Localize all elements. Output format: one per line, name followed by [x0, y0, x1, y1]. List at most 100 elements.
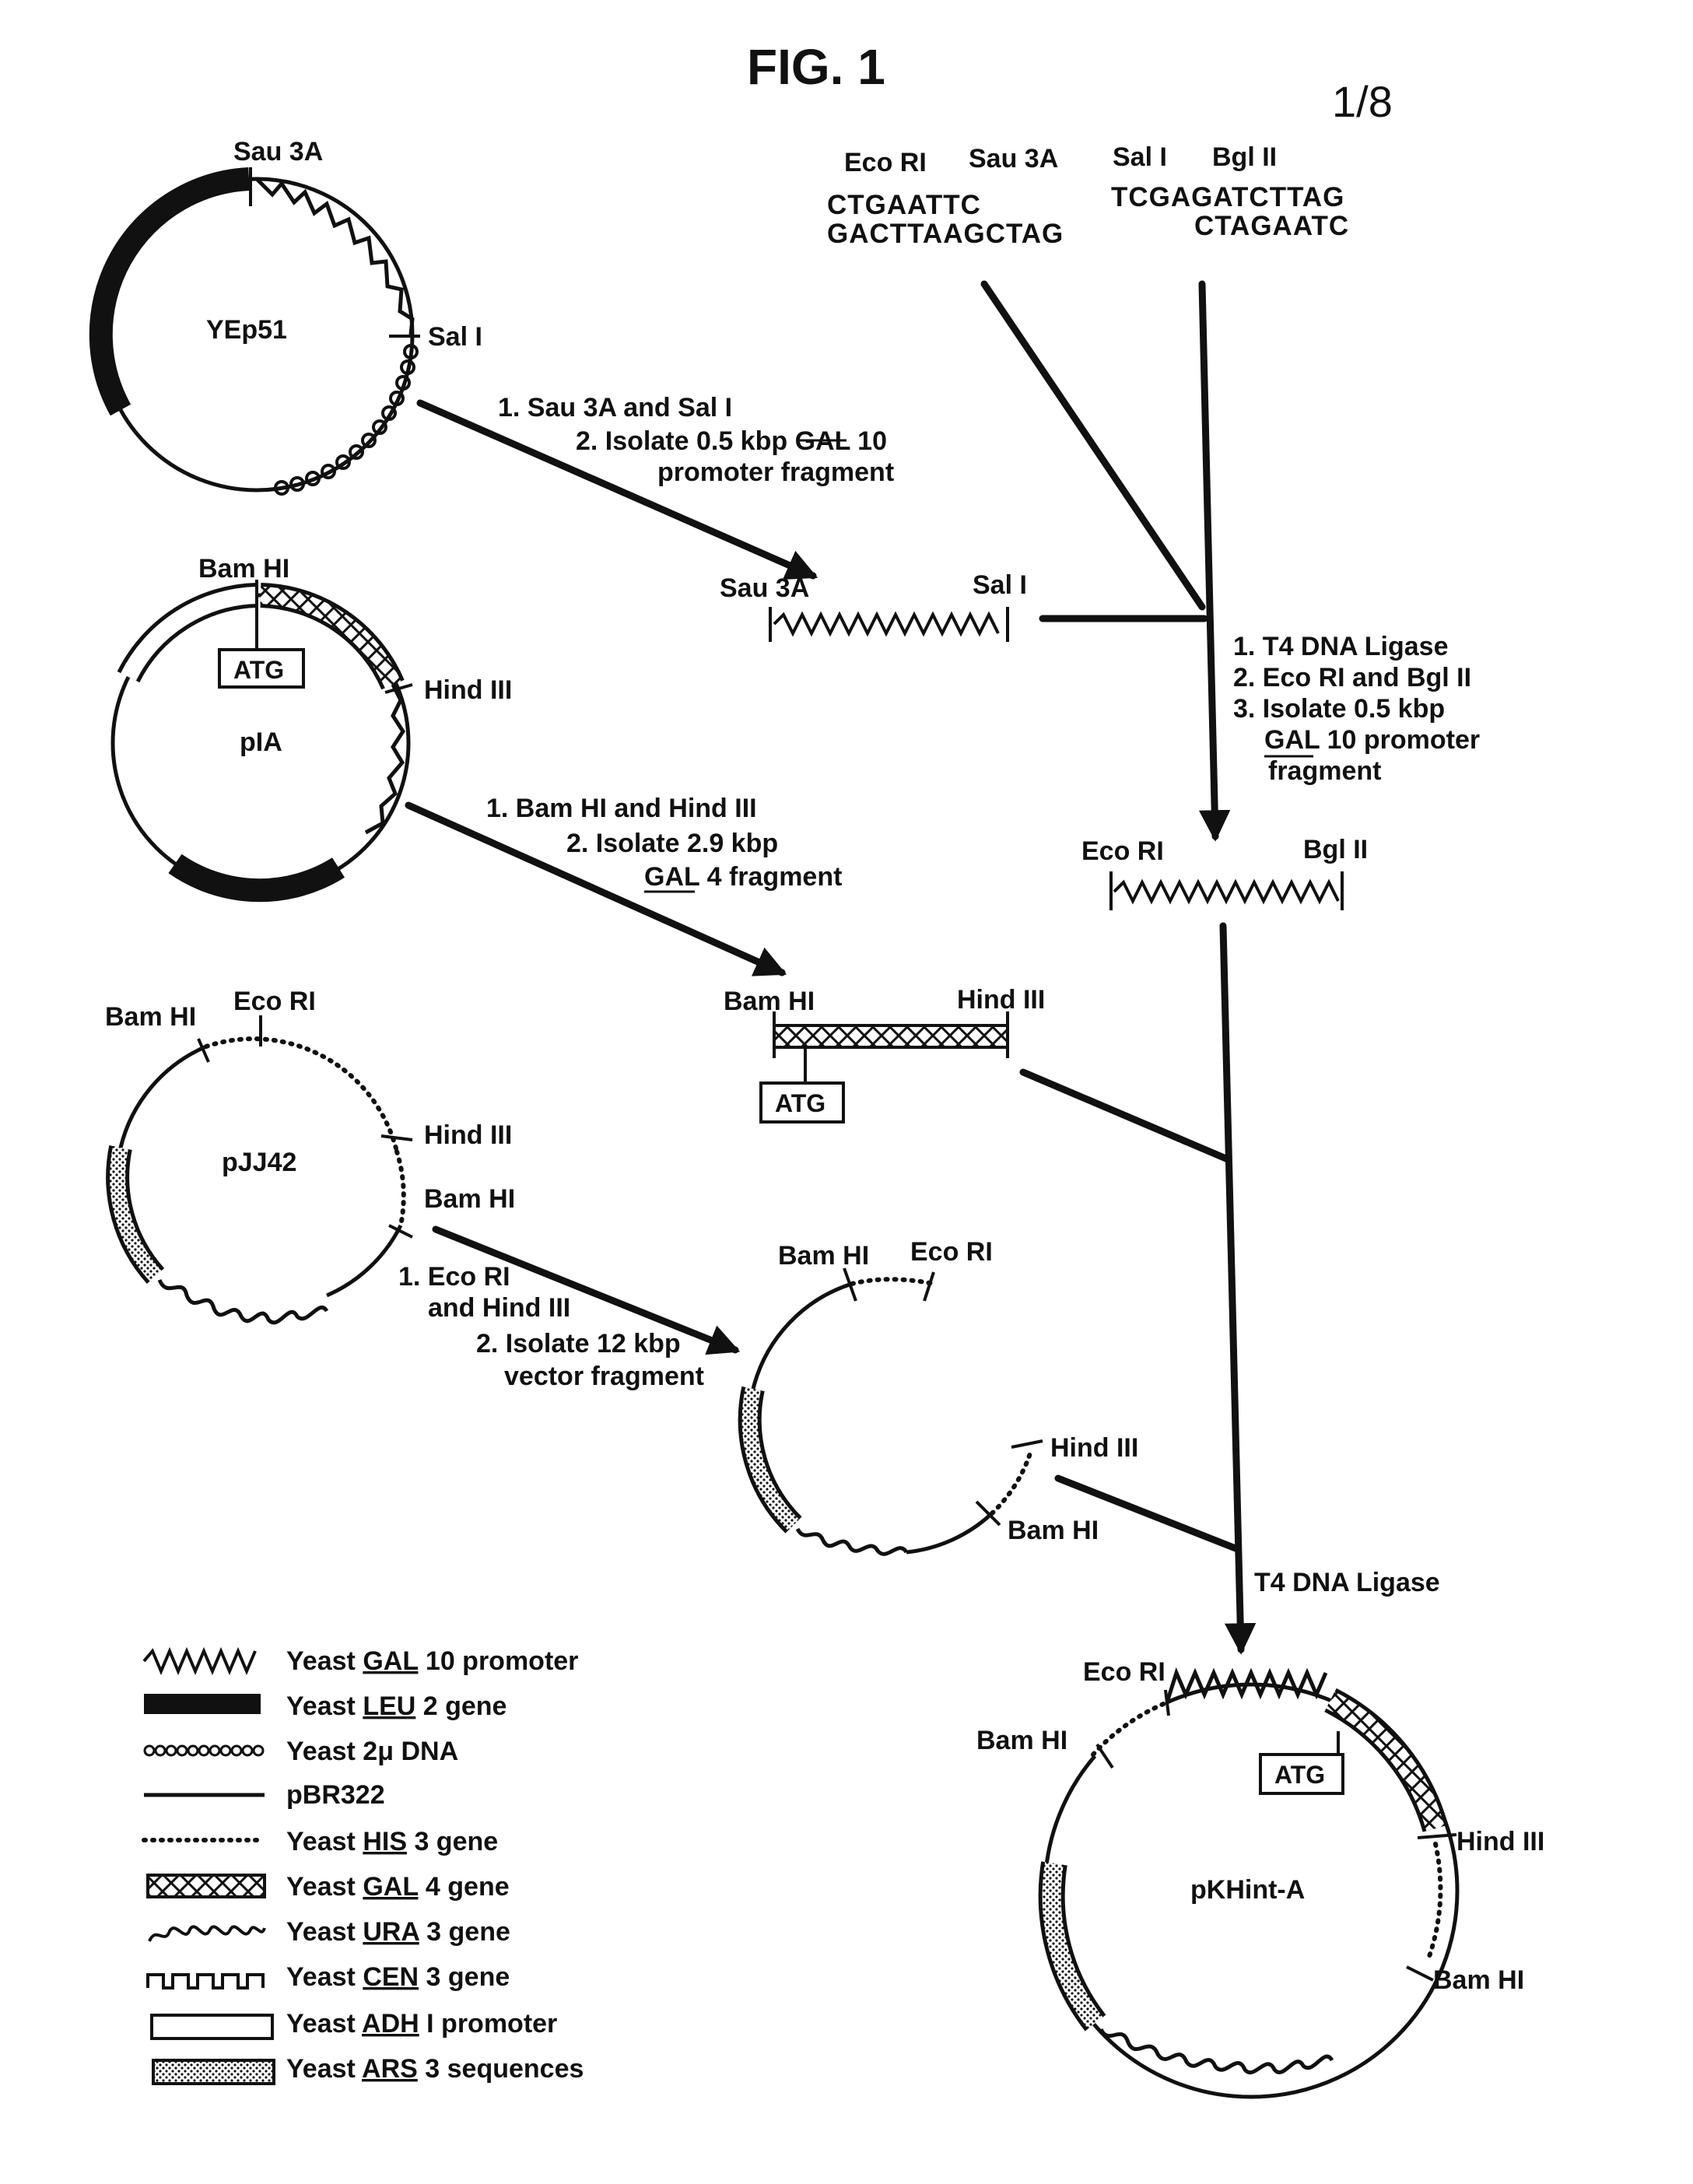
atg-label-gal4: ATG: [775, 1089, 825, 1117]
fragment-site-sau3a: Sau 3A: [720, 573, 809, 603]
pkhint-site-ecori: Eco RI: [1083, 1657, 1165, 1687]
pjj42-site-ecori: Eco RI: [233, 987, 316, 1016]
legend-symbol-square-wave: [148, 1975, 263, 1988]
linker-site-ecori: Eco RI: [844, 148, 927, 177]
pia-name: pIA: [240, 727, 282, 757]
linker-seq-right-top: TCGAGATCTTAG: [1111, 182, 1344, 212]
pia-step-3: GAL 4 fragment: [644, 862, 842, 892]
ligation2-label: T4 DNA Ligase: [1254, 1568, 1440, 1597]
legend-label-dotted: Yeast HIS 3 gene: [286, 1827, 498, 1856]
zigzag-sau-sal: [774, 615, 998, 633]
atg-label-pkhint: ATG: [1274, 1761, 1325, 1789]
legend-labels: Yeast GAL 10 promoterYeast LEU 2 geneYea…: [286, 1646, 584, 2084]
linker-seq-left-bottom: GACTTAAGCTAG: [827, 219, 1064, 249]
sheet-number: 1/8: [1332, 77, 1393, 126]
pjj42-step-1: 1. Eco RI: [398, 1262, 510, 1292]
gal10-zigzag-yep51: [257, 179, 412, 335]
legend-label-crosshatch: Yeast GAL 4 gene: [286, 1872, 510, 1902]
his3-partial-vector: [852, 1279, 934, 1284]
join-line-gal4: [1023, 1072, 1228, 1159]
fragment-gal10-eco-bgl: Eco RI Bgl II: [1081, 835, 1368, 910]
yep51-site-sali: Sal I: [428, 322, 482, 352]
pkhint-site-bamhi-right: Bam HI: [1433, 1965, 1524, 1995]
ura3-segment-pkhint: [1101, 2029, 1332, 2073]
linker-seq-right-bottom: CTAGAATC: [1194, 211, 1349, 241]
gal4-site-bamhi: Bam HI: [724, 987, 815, 1016]
yep51-step-1: 1. Sau 3A and Sal I: [498, 393, 732, 422]
pjj42-step-2: and Hind III: [428, 1293, 570, 1323]
leu2-segment: [101, 179, 249, 410]
gal4-site-hindiii: Hind III: [957, 985, 1045, 1015]
plasmid-yep51: Sau 3A Sal I YEp51: [101, 137, 482, 494]
pjj42-site-bamhi-right: Bam HI: [424, 1184, 515, 1214]
ars3-segment-pjj42: [117, 1148, 156, 1276]
vector-site-bamhi-bottom: Bam HI: [1008, 1516, 1099, 1545]
fragment-site-sali: Sal I: [973, 570, 1027, 600]
fragment-gal4: ATG Bam HI Hind III: [724, 985, 1045, 1122]
ligation1-step-3: 3. Isolate 0.5 kbp: [1233, 694, 1445, 724]
ligation1-step-1: 1. T4 DNA Ligase: [1233, 632, 1448, 661]
pkhint-site-hindiii: Hind III: [1456, 1827, 1544, 1856]
linker-seq-left-top: CTGAATTC: [827, 190, 981, 220]
yep51-site-sau3a: Sau 3A: [233, 137, 323, 167]
ars3-segment-pkhint: [1052, 1863, 1095, 2023]
atg-label-pia: ATG: [233, 656, 284, 684]
leu2-segment-pia: [175, 864, 338, 890]
pia-step-1: 1. Bam HI and Hind III: [486, 794, 757, 823]
linker-line-down: [1202, 284, 1215, 836]
pjj42-step-3: 2. Isolate 12 kbp: [476, 1329, 681, 1358]
his3-segment-pjj42: [206, 1039, 397, 1152]
gal4-fragment-bar: [774, 1025, 1008, 1047]
legend-symbol-stipple: [153, 2060, 274, 2084]
linker-line-left: [984, 284, 1202, 607]
pkhint-name: pKHint-A: [1190, 1875, 1305, 1905]
legend-label-zigzag: Yeast GAL 10 promoter: [286, 1646, 578, 1676]
legend-symbol-solid-bar: [144, 1694, 261, 1714]
fragment-site-ecori: Eco RI: [1081, 836, 1164, 866]
cen3-segment-pia: [366, 685, 403, 833]
legend-symbol-zigzag: [144, 1651, 255, 1671]
ligation1-step-2: 2. Eco RI and Bgl II: [1233, 663, 1471, 692]
linker-site-bglii: Bgl II: [1212, 142, 1277, 172]
legend-label-square-wave: Yeast CEN 3 gene: [286, 1962, 510, 1992]
vector-fragment: Bam HI Eco RI Hind III Bam HI: [750, 1237, 1139, 1554]
his3-partial-vector-2: [992, 1451, 1031, 1513]
linker-site-sali: Sal I: [1113, 142, 1167, 172]
vector-site-ecori: Eco RI: [910, 1237, 993, 1267]
legend-symbol-crosshatch: [148, 1875, 265, 1897]
legend: [144, 1651, 274, 2084]
legend-label-line: pBR322: [286, 1780, 385, 1810]
pia-step-2: 2. Isolate 2.9 kbp: [566, 829, 778, 858]
plasmid-pia: ATG Bam HI Hind III pIA: [113, 554, 512, 891]
gal10-zigzag-pkhint: [1167, 1673, 1326, 1702]
vector-site-bamhi-top: Bam HI: [778, 1241, 869, 1271]
figure-title: FIG. 1: [747, 39, 885, 95]
2u-dna-segment: [275, 345, 417, 494]
pkhint-site-bamhi-left: Bam HI: [976, 1726, 1067, 1755]
pjj42-site-hindiii: Hind III: [424, 1120, 512, 1150]
plasmid-pkhint-a: ATG Eco RI Bam HI Hind III Bam HI pKHint…: [976, 1657, 1544, 2097]
linker-sequence: Eco RI Sau 3A Sal I Bgl II CTGAATTC GACT…: [827, 142, 1349, 249]
legend-label-solid-bar: Yeast LEU 2 gene: [286, 1691, 506, 1721]
pia-site-bamhi: Bam HI: [198, 554, 289, 584]
pjj42-name: pJJ42: [222, 1148, 296, 1177]
linker-site-sau3a: Sau 3A: [969, 144, 1058, 174]
vector-site-hindiii: Hind III: [1050, 1433, 1138, 1463]
yep51-step-3: promoter fragment: [657, 457, 894, 487]
ura3-segment-vector: [797, 1529, 906, 1554]
pia-site-hindiii: Hind III: [424, 675, 512, 705]
ura3-segment-pjj42: [159, 1280, 327, 1323]
fragment-gal10-sau-sal: Sau 3A Sal I: [720, 570, 1027, 642]
pjj42-step-4: vector fragment: [504, 1362, 704, 1391]
legend-label-small-circles: Yeast 2μ DNA: [286, 1737, 458, 1766]
legend-label-stipple: Yeast ARS 3 sequences: [286, 2054, 584, 2084]
yep51-name: YEp51: [206, 315, 287, 345]
legend-symbol-coil: [149, 1926, 265, 1941]
legend-symbol-open-box: [152, 2015, 272, 2039]
zigzag-eco-bgl: [1114, 882, 1338, 901]
pjj42-site-bamhi-left: Bam HI: [105, 1002, 196, 1032]
legend-label-open-box: Yeast ADH I promoter: [286, 2009, 557, 2039]
ligation1-step-5: fragment: [1268, 756, 1381, 786]
legend-label-coil: Yeast URA 3 gene: [286, 1917, 510, 1947]
